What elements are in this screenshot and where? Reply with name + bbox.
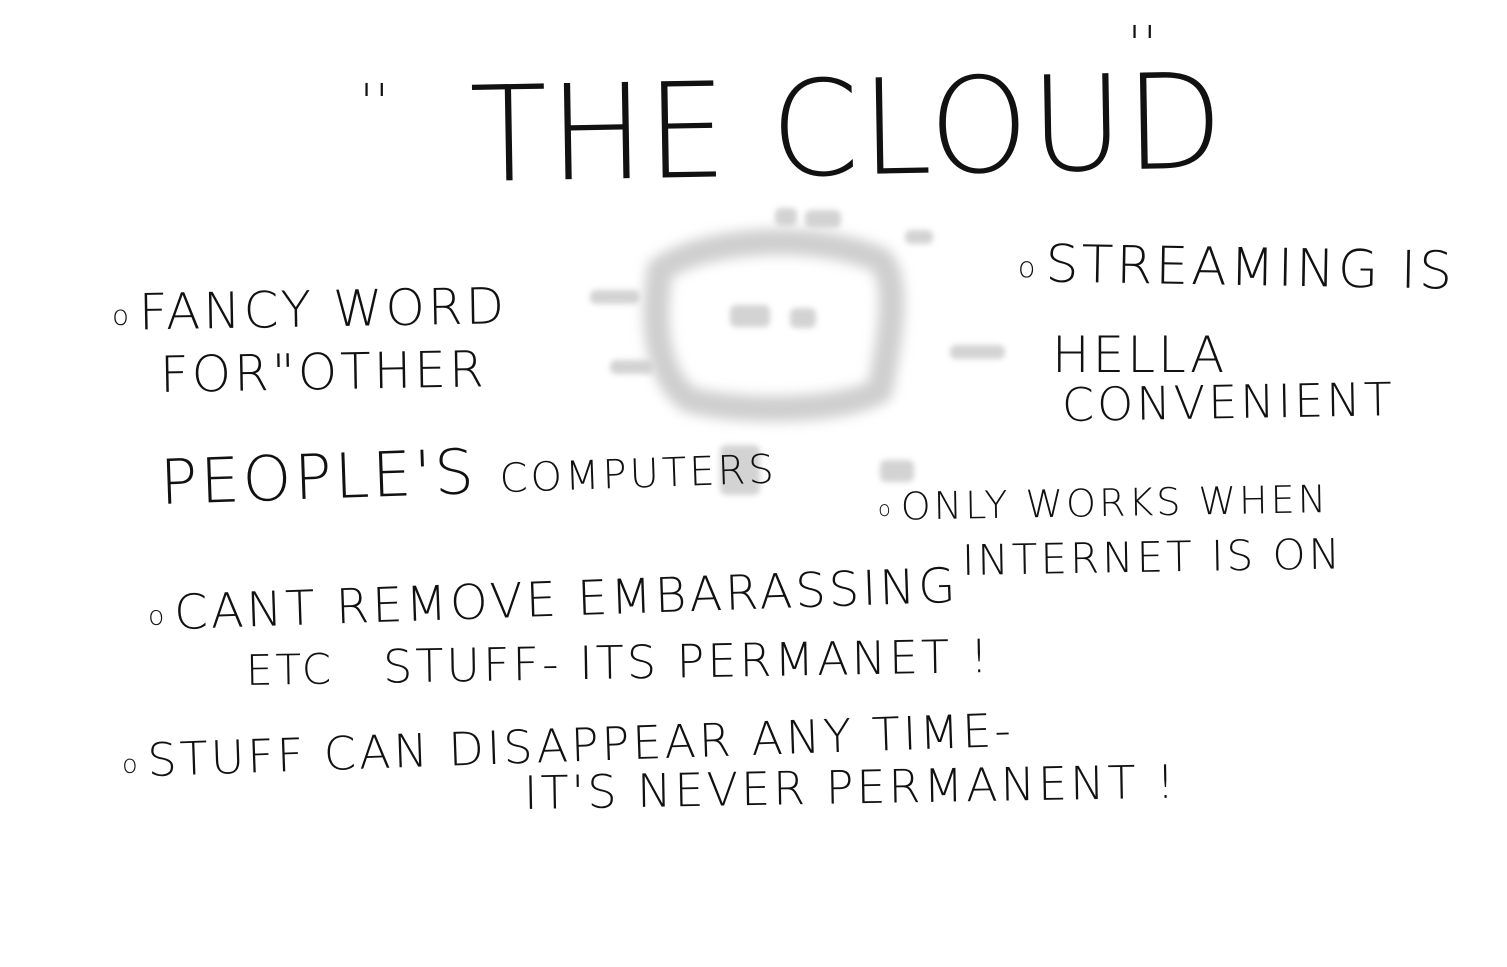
note-line: PEOPLE'S (158, 434, 478, 519)
note-line: FANCY WORD (138, 277, 508, 342)
bullet-icon: o (111, 299, 130, 332)
note-line: HELLA (1052, 326, 1228, 384)
note-line: COMPUTERS (498, 446, 778, 503)
note-line: CANT REMOVE EMBARASSING (173, 557, 960, 642)
note-line: IT'S NEVER PERMANENT ! (523, 754, 1179, 820)
title-close-quote: '' (1128, 16, 1159, 72)
cloud-smudge-sketch (590, 208, 1005, 495)
bullet-icon: o (147, 600, 165, 632)
title-open-quote: '' (360, 74, 391, 130)
note-line: CONVENIENT (1061, 372, 1396, 432)
note-line: FOR"OTHER (159, 340, 488, 404)
bullet-icon: o (877, 496, 892, 522)
bullet-icon: o (121, 749, 139, 779)
note-line: INTERNET IS ON (961, 529, 1344, 585)
note-line: STREAMING IS (1044, 234, 1456, 302)
note-line: STUFF- ITS PERMANET ! (382, 628, 992, 694)
note-line: ONLY WORKS WHEN (900, 477, 1330, 529)
bullet-icon: o (1017, 249, 1036, 285)
note-line: ETC (245, 644, 335, 695)
page-title: THE CLOUD (468, 45, 1227, 213)
